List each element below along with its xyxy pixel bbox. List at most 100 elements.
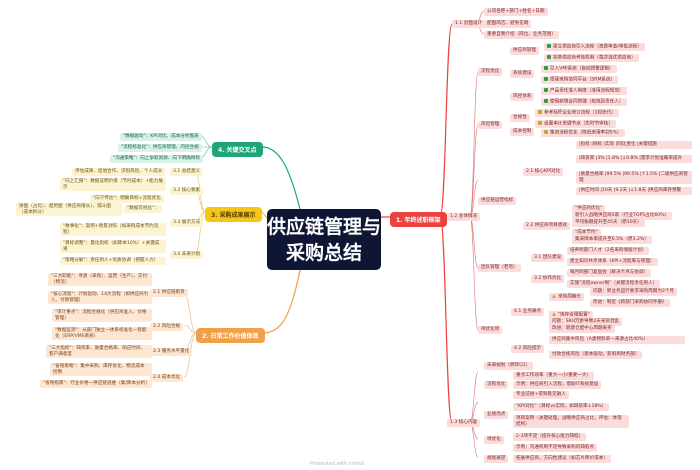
task-item[interactable]: 设置审计关键节点（实时节审核）	[535, 120, 616, 129]
task-text: 建立供应商引入流程（资质审查/审批流程）	[553, 44, 642, 50]
kpi-table-row: |质量合格率 |99.5% |99.5% |↑1.5% |二级供应商管理	[576, 171, 692, 185]
topic-compliance[interactable]: 合规性	[510, 114, 530, 122]
lock-icon	[538, 110, 542, 114]
topic-4-1-pain-points[interactable]: 4.1 业务痛点	[511, 308, 545, 316]
topic-supplier-management[interactable]: 供应商管理	[510, 47, 539, 55]
topic-future-plan[interactable]: 未来规划（明年Q1）	[484, 362, 534, 370]
note-line: 饼图（占比）、趋势图（供应商增长）、漏斗图（成本拆分）	[16, 203, 122, 217]
task-text: "库存合理配置"	[558, 312, 590, 318]
topic-risk-management[interactable]: 风险管理	[478, 121, 503, 129]
task-item[interactable]: 建立供应商引入流程（资质审查/审批流程）	[544, 43, 645, 52]
topic-2-4-cost-optimization[interactable]: 2.4 成本优化	[150, 374, 184, 382]
topic-3-3-display-methods[interactable]: 3.3 展示方法	[170, 219, 204, 227]
task-item[interactable]: 培养跨部门人才（2名采购储备计划）	[567, 247, 650, 255]
topic-2-1-supply-chain-duties[interactable]: 2.1 供应链职责	[150, 289, 188, 297]
warning-item[interactable]: 采购周期长	[549, 293, 584, 302]
note-line: 改进：制定《跨部门采购协同手册》	[590, 299, 670, 307]
topic-cover-item[interactable]: 配图简洁、避免花哨	[484, 20, 532, 28]
note-line: 专业前进+得到看见融入	[513, 391, 569, 399]
kpi-table-row: |供应时间 |10天 |9.2天 |↓1.8天 |供应商库存预警	[576, 187, 692, 195]
task-item[interactable]: 建立知识共享体系（KPI+流程库与管理）	[567, 258, 658, 266]
note-line: 改进：新建仓配中心周期采买	[549, 325, 615, 333]
note-line: "故事化"：案例+情景对照（如采购成本节约流程）	[60, 223, 166, 237]
topic-2-3-service-quantified[interactable]: 2.3 服务水平量化	[150, 348, 193, 356]
topic-3-1-summary-meaning[interactable]: 3.1 总结意义	[170, 168, 204, 176]
central-topic[interactable]: 供应链管理与采购总结	[267, 209, 381, 270]
topic-2-1-core-kpi[interactable]: 2.1 核心KPI对比	[523, 168, 564, 176]
task-text: 集资流程优化（降低采用率到5%）	[550, 130, 622, 136]
task-item[interactable]: 完善供应商考核机制（每次选优供应商）	[544, 54, 639, 63]
note-line: "供应商优化"	[572, 205, 606, 213]
task-text: 完善供应商考核机制（每次选优供应商）	[553, 55, 636, 61]
task-text: 使用新增合同管理（规范到责任人）	[550, 99, 624, 105]
note-line: "向上汇报"：数据证明价值（节约成本）+能力展示	[60, 178, 166, 192]
topic-improvement-items[interactable]: 待优化项	[478, 326, 503, 334]
topic-to-optimize[interactable]: 待优化	[484, 436, 504, 444]
topic-cover-item[interactable]: 重要自我介绍（岗位、业务范围）	[484, 31, 559, 39]
warning-icon	[552, 312, 556, 316]
topic-cost-control[interactable]: 成本控制	[510, 128, 535, 136]
topic-3-1-team-building[interactable]: 3.1 团队建设	[531, 254, 565, 262]
note-line: 项目案例（关键处理，战略供应商占比，评估：体现结构）	[513, 415, 629, 429]
task-item[interactable]: 使用新增合同管理（规范到责任人）	[541, 98, 627, 107]
task-item[interactable]: 产品责任准入制度（准用流程规范）	[541, 87, 627, 96]
topic-3-4-future-plan[interactable]: 3.4 未来计划	[170, 251, 204, 259]
topic-plan-outlook[interactable]: 规划展望	[484, 455, 509, 463]
topic-process-optimization[interactable]: 流程优化	[478, 68, 503, 76]
topic-4-2-risk-alert[interactable]: 4.2 风险提示	[511, 345, 545, 353]
note-line: "数据监测"：从部门独立一体系标准化一智能化（ERP/VMS系统）	[52, 327, 152, 341]
task-text: 引入VMI系统（自动预警逻辑）	[550, 66, 614, 72]
note-line: 评估成果、促进合作、识别风险、个人成长	[72, 168, 166, 176]
checkbox-checked-icon	[547, 55, 551, 59]
task-item[interactable]: 集资流程优化（降低采用率到5%）	[541, 129, 625, 138]
task-item[interactable]: 实施"流程owner制"（关键流程责任到人）	[567, 280, 661, 288]
branch-daily-work-value[interactable]: 2. 日常工作价值体现	[196, 328, 265, 343]
checkbox-checked-icon	[544, 88, 548, 92]
topic-team-management[interactable]: 团队管理（若有）	[478, 264, 521, 272]
note-line: 拓展供应商，方向性建议（如芯片降价或本）	[513, 455, 611, 463]
task-item[interactable]: 付款合规风险（基本驱动，影响到财务部）	[549, 351, 643, 359]
note-line: 重点工作效率（重大一小/重要一大）	[513, 372, 595, 380]
note-line: "核心流程"：计划驱动、14大流程（如供应商引入、付款管理）	[48, 291, 152, 305]
branch-procurement-results[interactable]: 3. 采购成果展示	[205, 207, 262, 222]
checkbox-checked-icon	[547, 44, 551, 48]
topic-process-optimization-2[interactable]: 流程优化	[484, 381, 509, 389]
kpi-table-row: |指标 |目标 |实际 |同比变化 |关键措施	[576, 141, 692, 149]
note-line: 集采降本率提升至6.5%（原3.2%）	[572, 236, 652, 244]
note-line: "向下传达"：明确目标+流程优化	[90, 195, 164, 203]
topic-1-2-overview[interactable]: 1.2 总体情况	[447, 213, 481, 221]
branch-annual-report-framework[interactable]: 1. 年终述职框架	[390, 212, 447, 227]
topic-2-2-supplier-performance[interactable]: 2.2 供应商项目绩效	[523, 222, 570, 230]
branch-key-intersections[interactable]: 4. 关键交叉点	[212, 142, 263, 157]
topic-cover-item[interactable]: 公司名称+部门+姓名+日期	[484, 8, 548, 16]
topic-1-1-cover-design[interactable]: 1.1 封面设计	[452, 20, 486, 28]
footer-watermark: Presented with xmind	[310, 461, 365, 467]
warning-item[interactable]: "库存合理配置"	[549, 311, 593, 320]
topic-3-2-core-elements[interactable]: 3.2 核心要素	[170, 187, 204, 195]
task-item[interactable]: 供应商集中风险（A类物料单一来源占比40%）	[549, 336, 685, 344]
note-line: "省钱策略"：集中采购、库存优化、物流成本控制	[50, 363, 152, 377]
lock-icon	[544, 130, 548, 134]
task-item[interactable]: 搭建采购协同平台（SRM系统）	[541, 76, 619, 85]
checkbox-checked-icon	[544, 99, 548, 103]
note-line: "KPI对比"（目标vs实际，如缺货率↓18%）	[513, 403, 610, 411]
topic-system-building[interactable]: 系统建设	[510, 70, 535, 78]
task-text: 设置审计关键节点（实时节审核）	[544, 121, 613, 127]
note-line: "沟通策略"：向上争取资源、向下明确目标	[110, 155, 203, 163]
task-item[interactable]: 引入VMI系统（自动预警逻辑）	[541, 65, 617, 74]
topic-performance-highlights[interactable]: 业绩亮点	[484, 411, 509, 419]
topic-1-3-core-content[interactable]: 1.3 核心内容	[447, 419, 481, 427]
topic-3-2-collaboration[interactable]: 3.2 协作优化	[531, 275, 565, 283]
note-line: 新引入战略供应商5家（行业TOP5占比60%）	[572, 212, 673, 220]
lock-icon	[538, 121, 542, 125]
task-text: 产品责任准入制度（准用流程规范）	[550, 88, 624, 94]
task-item[interactable]: 参考标杆企业修订流程（3段迭代）	[535, 109, 619, 118]
topic-supply-chain-kpi[interactable]: 供应链运营指标	[478, 197, 517, 205]
topic-2-2-risk-compliance[interactable]: 2.2 风险合规	[150, 323, 184, 331]
task-text: 搭建采购协同平台（SRM系统）	[550, 77, 616, 83]
topic-risk-control-system[interactable]: 风控体系	[510, 93, 535, 101]
note-line: "策略分解"：责任到人+优质协调（把握人力）	[60, 257, 166, 265]
note-line: "成本节约"	[572, 229, 601, 237]
task-item[interactable]: 每月跨部门复盘会（解决卡点与协调）	[567, 269, 652, 277]
